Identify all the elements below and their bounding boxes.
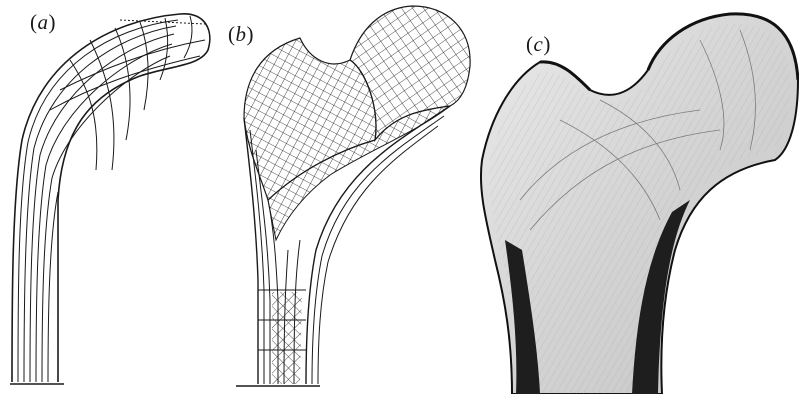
panel-c-femur-section-photo — [0, 0, 799, 394]
